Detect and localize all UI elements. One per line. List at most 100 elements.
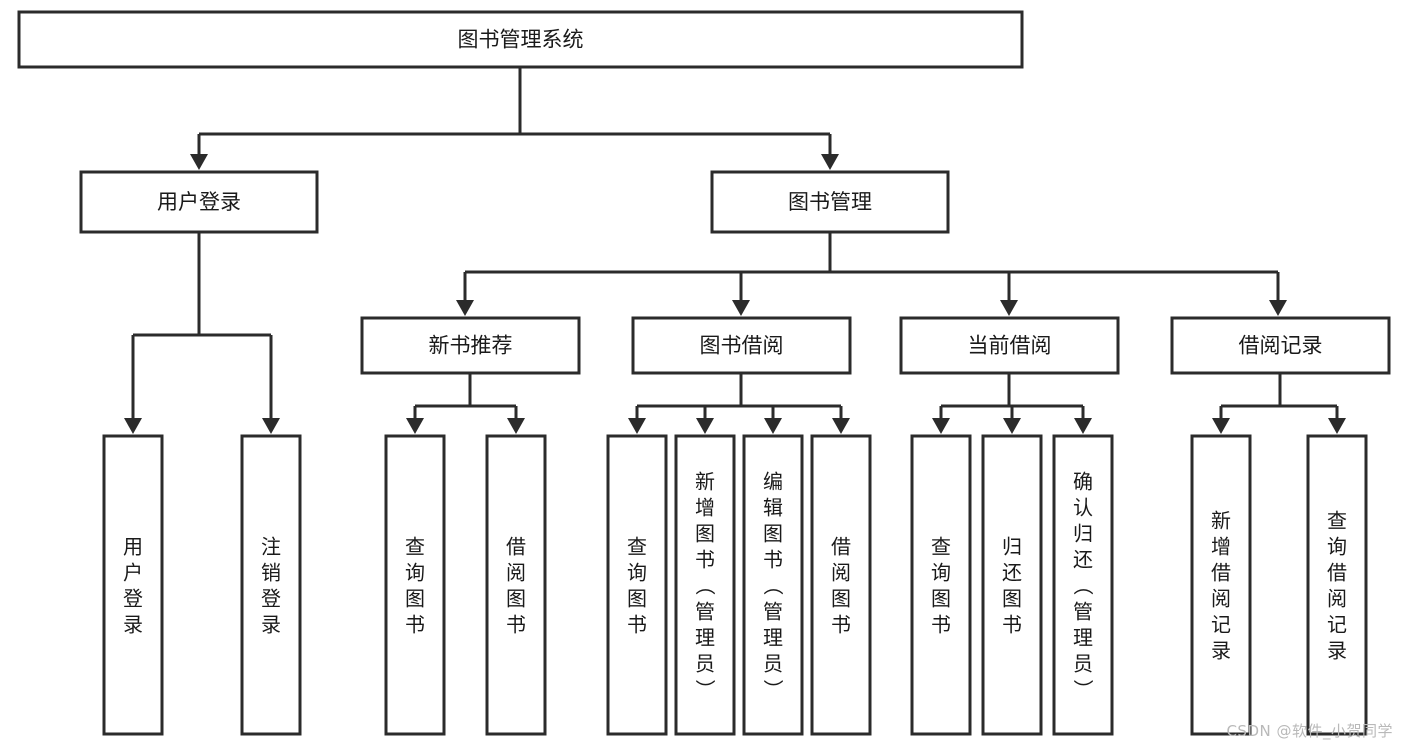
node-label-char: 员 xyxy=(763,651,783,675)
node-label-char: 图 xyxy=(506,586,526,610)
node-box[interactable] xyxy=(1190,434,1252,736)
node-label: 新书推荐 xyxy=(429,334,513,358)
node-label: 借阅记录 xyxy=(1239,334,1323,358)
node-label: 当前借阅 xyxy=(968,334,1052,358)
node-label: 图书管理系统 xyxy=(458,28,584,52)
node-book-borrow[interactable]: 图书借阅 xyxy=(631,316,852,375)
node-label-char: 认 xyxy=(1073,495,1093,519)
arrowhead-layer xyxy=(124,154,1346,434)
node-label-char: 书 xyxy=(931,612,951,636)
node-borrow-record[interactable]: 借阅记录 xyxy=(1170,316,1391,375)
node-new-book-rec[interactable]: 新书推荐 xyxy=(360,316,581,375)
arrow-to-leaf-rec-query2 xyxy=(1328,418,1346,434)
node-label-char: 记 xyxy=(1211,612,1231,636)
node-label-char: 借 xyxy=(1211,560,1231,584)
arrow-to-leaf-cur-confirm xyxy=(1074,418,1092,434)
node-label-char: （ xyxy=(693,575,717,595)
node-label-char: 销 xyxy=(261,560,281,584)
node-box[interactable] xyxy=(485,434,547,736)
node-box[interactable] xyxy=(384,434,446,736)
node-label-char: 员 xyxy=(1073,651,1093,675)
node-label-char: 录 xyxy=(261,612,281,636)
arrow-to-leaf-cur-return xyxy=(1003,418,1021,434)
node-book-manage[interactable]: 图书管理 xyxy=(710,170,950,234)
node-label-char: 书 xyxy=(763,547,783,571)
arrow-to-book-borrow xyxy=(732,300,750,316)
arrow-to-leaf-borrow-do xyxy=(832,418,850,434)
node-label-char: 图 xyxy=(931,586,951,610)
node-label-char: 编 xyxy=(763,469,783,493)
node-label-char: 查 xyxy=(1327,508,1347,532)
node-current-borrow[interactable]: 当前借阅 xyxy=(899,316,1120,375)
node-label-char: 登 xyxy=(123,586,143,610)
node-box[interactable] xyxy=(1306,434,1368,736)
node-box[interactable] xyxy=(910,434,972,736)
node-label-char: 书 xyxy=(506,612,526,636)
node-label-char: 图 xyxy=(831,586,851,610)
node-label-char: 询 xyxy=(627,560,647,584)
node-box[interactable] xyxy=(240,434,302,736)
node-label-char: 辑 xyxy=(763,495,783,519)
node-label-char: 图 xyxy=(1002,586,1022,610)
node-label-char: 新 xyxy=(695,469,715,493)
node-box[interactable] xyxy=(899,316,1120,375)
node-label-char: 理 xyxy=(1073,625,1093,649)
arrow-to-new-book-rec xyxy=(456,300,474,316)
node-box[interactable] xyxy=(742,434,804,736)
connector-bar-current-borrow xyxy=(941,373,1083,408)
arrow-to-current-borrow xyxy=(1000,300,1018,316)
node-box[interactable] xyxy=(1170,316,1391,375)
node-user-login[interactable]: 用户登录 xyxy=(79,170,319,234)
node-label-char: 员 xyxy=(695,651,715,675)
node-label-char: 理 xyxy=(695,625,715,649)
node-box[interactable] xyxy=(710,170,950,234)
node-box[interactable] xyxy=(606,434,668,736)
node-label-char: 书 xyxy=(1002,612,1022,636)
node-box[interactable] xyxy=(1052,434,1114,736)
node-label-char: 书 xyxy=(695,547,715,571)
node-box[interactable] xyxy=(981,434,1043,736)
node-label-char: 图 xyxy=(763,521,783,545)
node-box[interactable] xyxy=(17,10,1024,69)
node-label-char: 增 xyxy=(1211,534,1231,558)
node-label-char: 户 xyxy=(123,560,143,584)
node-label-char: 录 xyxy=(123,612,143,636)
node-label-char: 阅 xyxy=(1211,586,1231,610)
node-label: 用户登录 xyxy=(157,190,241,214)
node-label: 图书借阅 xyxy=(700,334,784,358)
node-label-char: 询 xyxy=(405,560,425,584)
node-layer: 图书管理系统用户登录图书管理新书推荐图书借阅当前借阅借阅记录用户登录注销登录查询… xyxy=(17,10,1391,736)
node-box[interactable] xyxy=(102,434,164,736)
node-label-char: 书 xyxy=(831,612,851,636)
node-box[interactable] xyxy=(79,170,319,234)
node-box[interactable] xyxy=(674,434,736,736)
arrow-to-user-login xyxy=(190,154,208,170)
node-box[interactable] xyxy=(810,434,872,736)
node-label-char: 用 xyxy=(123,534,143,558)
node-label-char: 查 xyxy=(627,534,647,558)
node-label-char: 图 xyxy=(627,586,647,610)
node-box[interactable] xyxy=(360,316,581,375)
connector-bar-user-login xyxy=(133,232,271,337)
node-label-char: 借 xyxy=(831,534,851,558)
node-box[interactable] xyxy=(631,316,852,375)
node-label-char: 书 xyxy=(627,612,647,636)
node-leaf-user-login[interactable]: 用户登录 xyxy=(102,434,164,736)
node-label-char: （ xyxy=(1071,575,1095,595)
node-label-char: 记 xyxy=(1327,612,1347,636)
node-root[interactable]: 图书管理系统 xyxy=(17,10,1024,69)
node-label-char: 书 xyxy=(405,612,425,636)
node-label-char: （ xyxy=(761,575,785,595)
